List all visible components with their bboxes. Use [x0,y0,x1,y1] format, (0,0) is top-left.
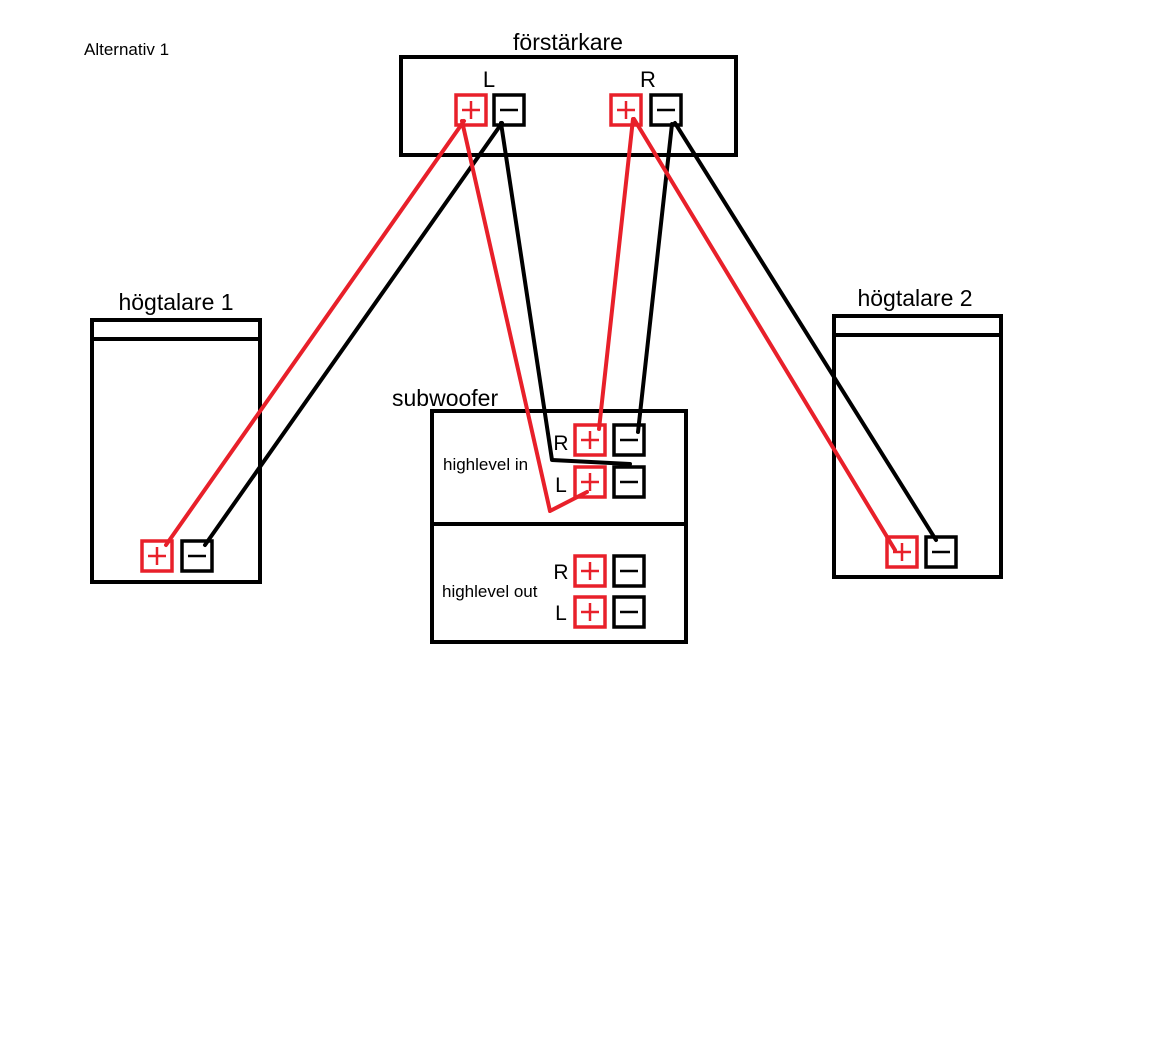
speaker-2-minus-icon [924,535,958,569]
highlevel-in-left-label: L [555,474,567,497]
wire-amp-left-minus-to-speaker-1 [203,121,504,547]
sub-in-left-minus-icon [612,465,646,499]
subwoofer-label: subwoofer [392,385,498,411]
sub-out-left-minus-icon [612,595,646,629]
sub-out-left-plus-icon [573,595,607,629]
amplifier-label: förstärkare [513,29,623,55]
amplifier-left-channel-label: L [483,67,495,92]
sub-out-right-plus-icon [573,554,607,588]
wires [164,117,938,552]
speaker-1-minus-icon [180,539,214,573]
sub-out-right-minus-icon [612,554,646,588]
amplifier: förstärkare L R [399,29,738,157]
wire-amp-left-minus-to-sub-in-left [499,121,632,466]
highlevel-out-left-label: L [555,602,567,625]
speaker-2-box [832,314,1003,579]
speaker-1-label: högtalare 1 [118,289,233,315]
wire-amp-left-plus-to-sub-in-left [460,119,589,513]
diagram-title: Alternativ 1 [84,40,169,59]
speaker-2-label: högtalare 2 [857,285,972,311]
subwoofer: subwoofer highlevel in highlevel out R L… [392,385,688,644]
highlevel-out-label: highlevel out [442,582,538,601]
amplifier-left-plus-icon [454,93,488,127]
amplifier-right-minus-icon [649,93,683,127]
sub-in-right-minus-icon [612,423,646,457]
speaker-1-box [90,318,262,584]
speaker-2: högtalare 2 [832,285,1003,579]
amplifier-right-channel-label: R [640,67,656,92]
wire-amp-right-plus-to-speaker-2 [632,117,897,552]
wire-amp-right-plus-to-sub-in-right [597,117,635,431]
wire-amp-right-minus-to-speaker-2 [673,121,938,542]
highlevel-in-label: highlevel in [443,455,528,474]
speaker-1: högtalare 1 [90,289,262,584]
sub-in-left-plus-icon [573,465,607,499]
amplifier-left-minus-icon [492,93,526,127]
highlevel-in-right-label: R [553,432,568,455]
wire-amp-left-plus-to-speaker-1 [164,119,466,547]
highlevel-out-right-label: R [553,561,568,584]
